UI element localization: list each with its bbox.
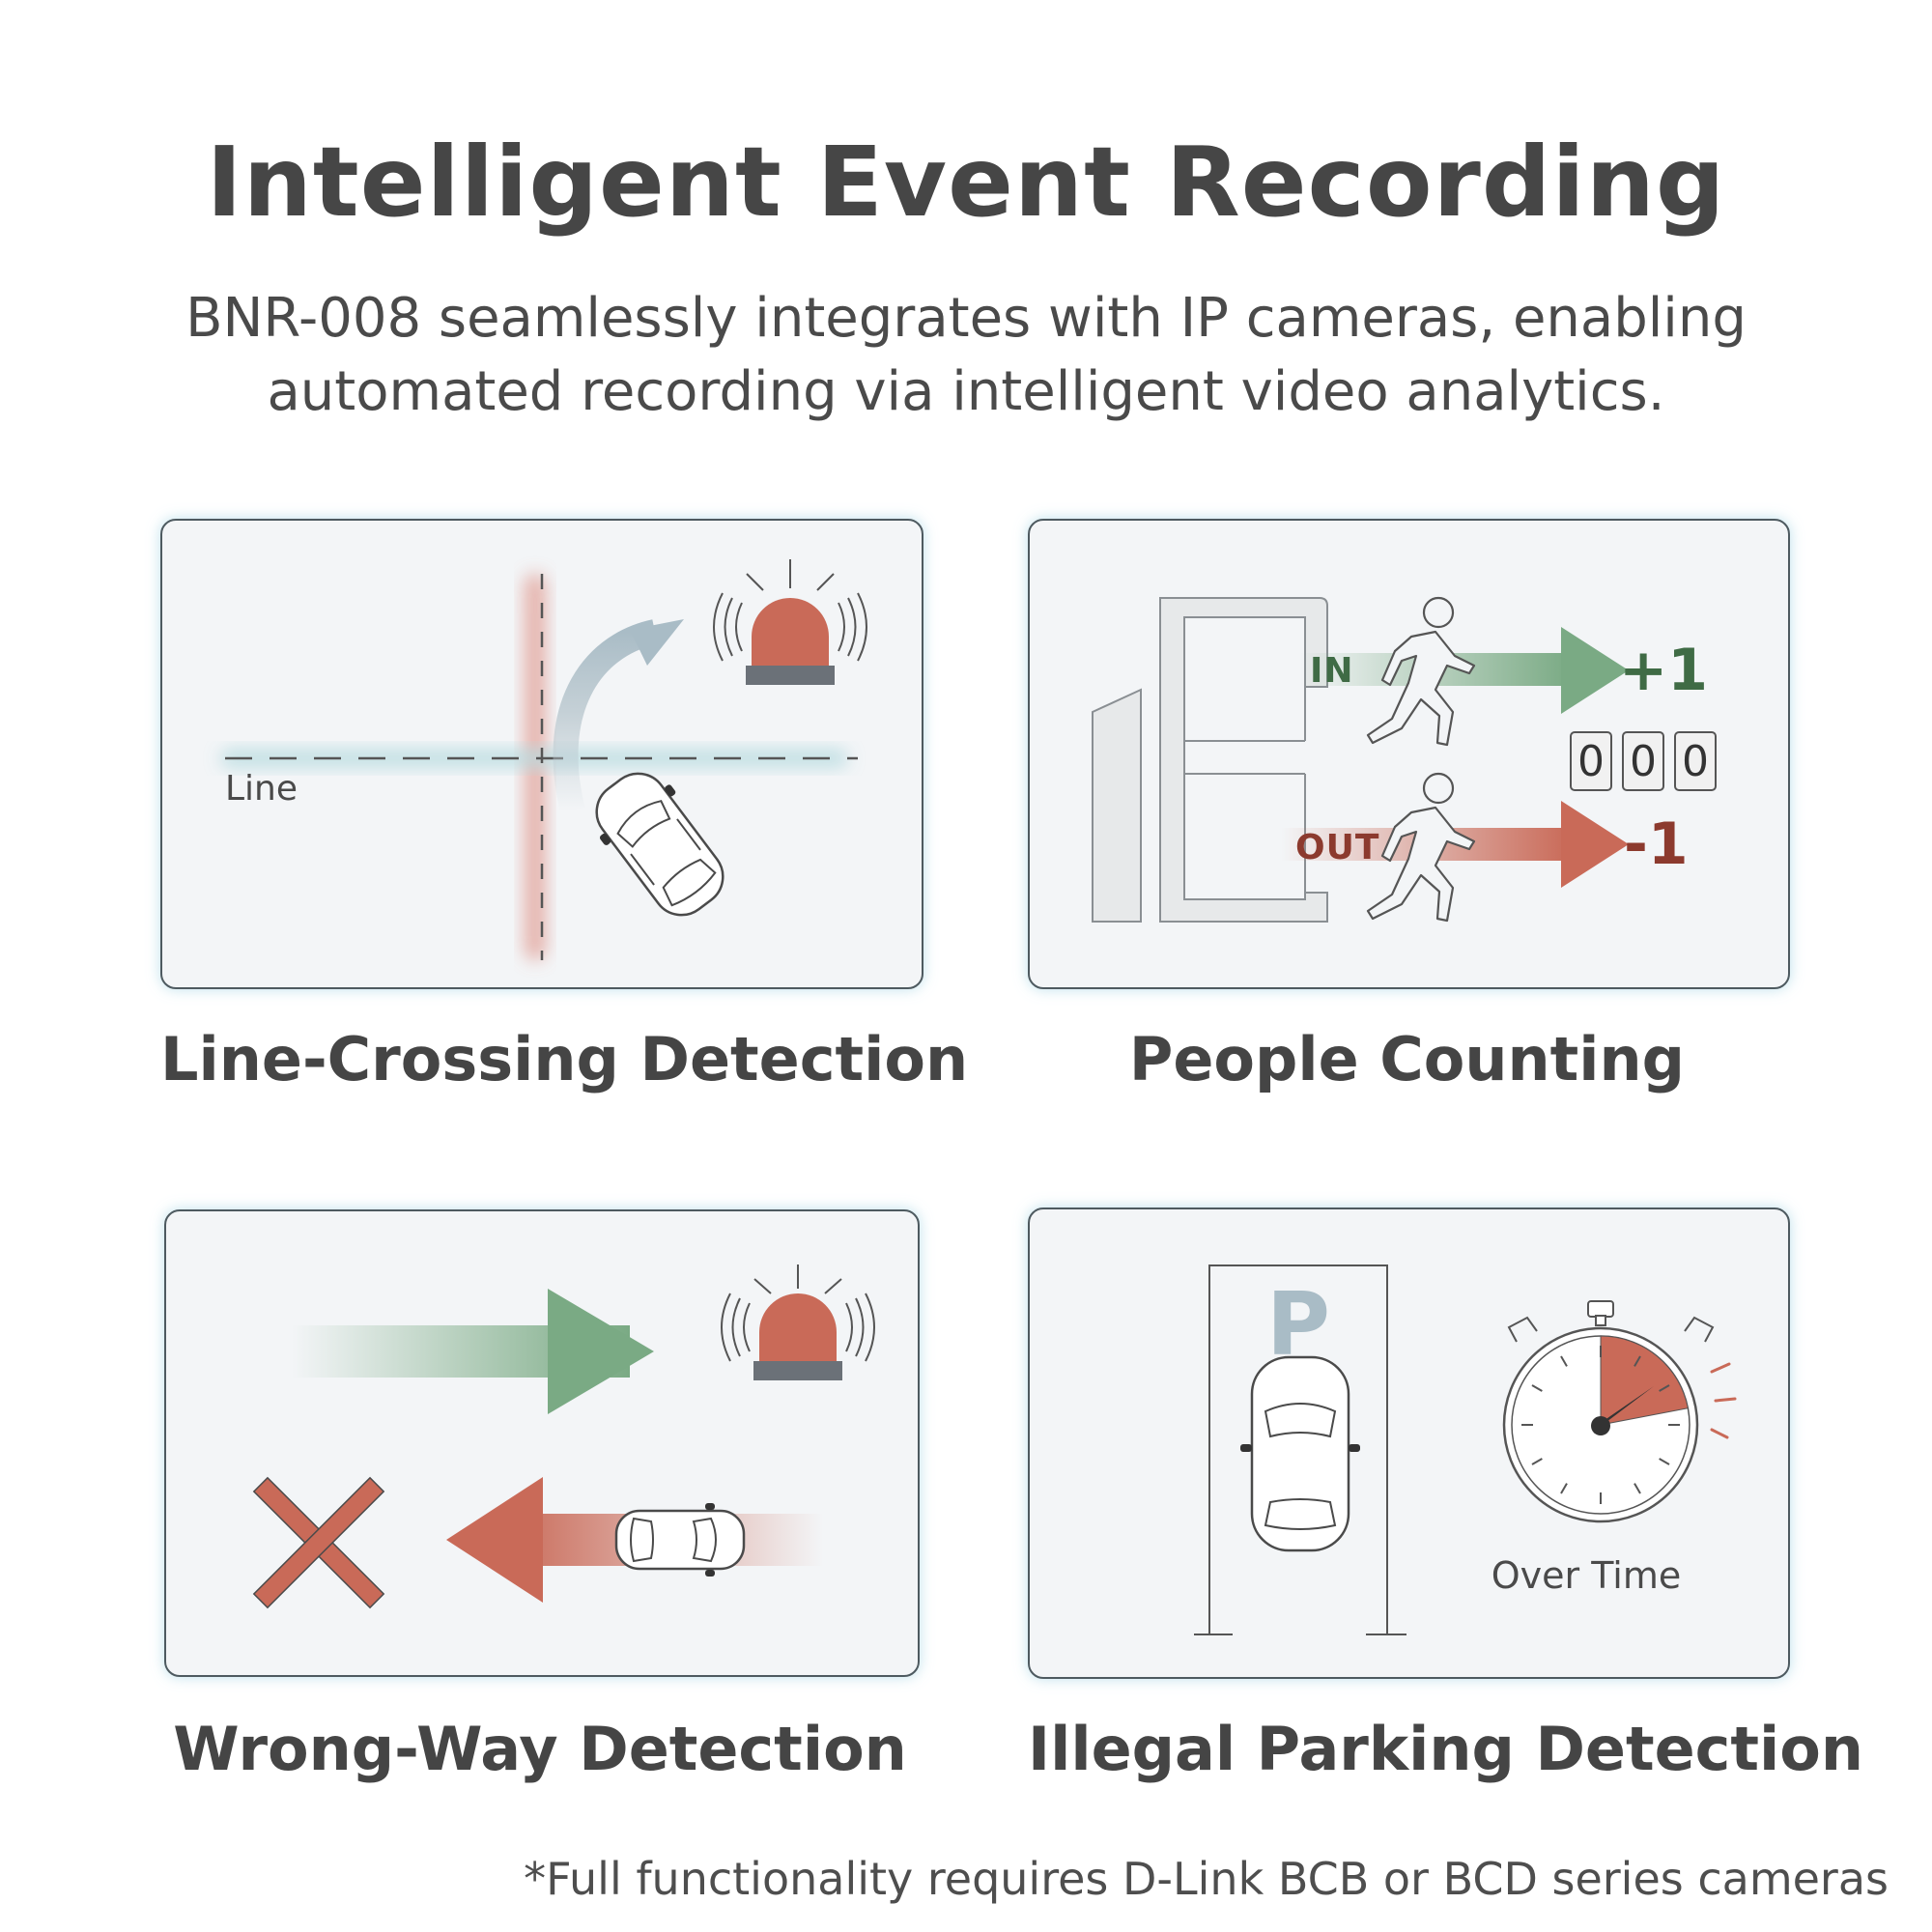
stopwatch-icon <box>1502 1300 1715 1523</box>
stopwatch-tick <box>1560 1355 1568 1367</box>
wrong-way-caption: Wrong-Way Detection <box>173 1714 907 1784</box>
counter-digit-3: 0 <box>1682 737 1709 786</box>
turn-arrow-shaft <box>553 619 659 814</box>
counter-digit-1: 0 <box>1577 737 1605 786</box>
wrong-way-x-icon <box>252 1476 385 1609</box>
over-time-label: Over Time <box>1492 1554 1681 1597</box>
person-walking-out-icon <box>1366 772 1476 923</box>
subtitle-line-2: automated recording via intelligent vide… <box>267 360 1665 423</box>
footnote: *Full functionality requires D-Link BCB … <box>524 1853 1889 1905</box>
wrong-way-illustration <box>252 1264 875 1609</box>
page-title: Intelligent Event Recording <box>206 126 1726 239</box>
people-counting-illustration: IN OUT +1 -1 0 0 0 <box>1092 596 1717 923</box>
in-label: IN <box>1310 651 1354 691</box>
car-icon <box>614 1503 746 1577</box>
people-counting-panel: IN OUT +1 -1 0 0 0 <box>1028 519 1790 989</box>
illegal-parking-panel: P Over Time <box>1028 1208 1790 1679</box>
counter-digit-2: 0 <box>1630 737 1657 786</box>
stopwatch-tick <box>1634 1355 1641 1367</box>
people-counting-caption: People Counting <box>1128 1024 1686 1094</box>
illegal-parking-caption: Illegal Parking Detection <box>1028 1714 1864 1784</box>
turn-arrow-head <box>630 619 684 666</box>
horizontal-line-glow <box>220 750 848 767</box>
subtitle: BNR-008 seamlessly integrates with IP ca… <box>0 282 1932 429</box>
line-crossing-panel: Line <box>160 519 923 989</box>
overtime-wedge <box>1600 1335 1689 1426</box>
wrong-way-panel <box>164 1209 920 1677</box>
car-icon <box>595 772 724 917</box>
doorway-icon <box>1092 597 1328 923</box>
count-minus-label: -1 <box>1624 810 1689 878</box>
stopwatch-tick <box>1659 1384 1670 1392</box>
person-walking-in-icon <box>1366 596 1476 747</box>
subtitle-line-1: BNR-008 seamlessly integrates with IP ca… <box>185 287 1747 350</box>
parking-bay-icon <box>1194 1264 1406 1635</box>
parked-car-icon <box>1240 1355 1360 1552</box>
alert-lines-icon <box>1710 1362 1737 1439</box>
illegal-parking-illustration: P Over Time <box>1194 1264 1737 1635</box>
alarm-siren-icon <box>713 559 867 685</box>
correct-direction-arrow-icon <box>292 1289 654 1414</box>
stopwatch-tick <box>1560 1483 1568 1494</box>
out-label: OUT <box>1295 828 1379 867</box>
stopwatch-tick <box>1659 1458 1670 1465</box>
line-crossing-caption: Line-Crossing Detection <box>160 1024 969 1094</box>
line-label: Line <box>225 769 298 809</box>
counter-display: 0 0 0 <box>1570 731 1717 791</box>
count-plus-label: +1 <box>1619 637 1708 704</box>
alarm-siren-icon <box>721 1264 875 1380</box>
stopwatch-tick <box>1531 1384 1543 1392</box>
stopwatch-tick <box>1634 1483 1641 1494</box>
stopwatch-tick <box>1531 1458 1543 1465</box>
line-crossing-illustration: Line <box>220 559 867 960</box>
